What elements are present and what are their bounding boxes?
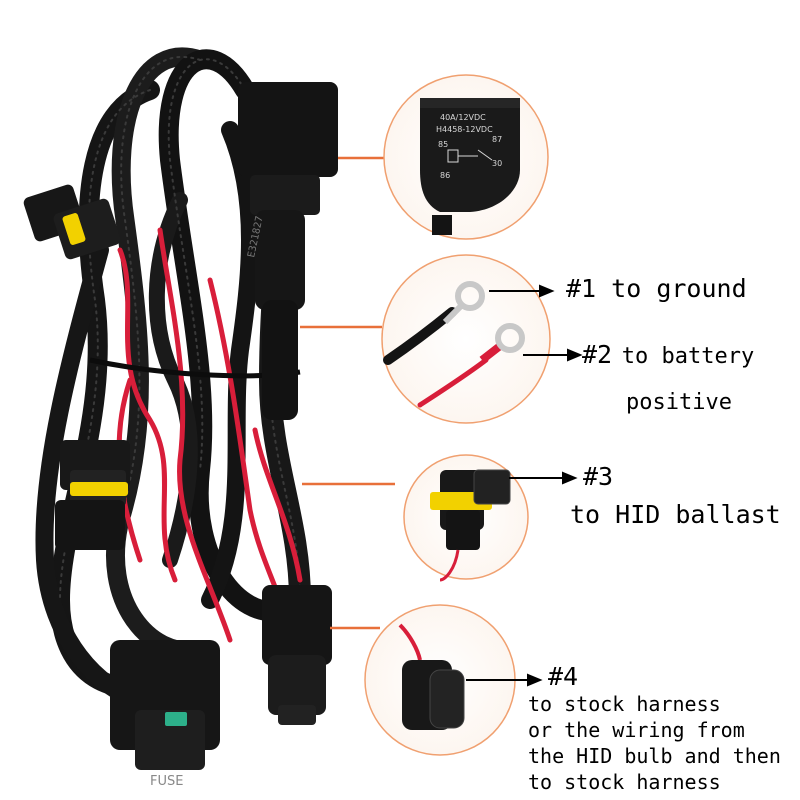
callout-ring-terminals xyxy=(381,254,551,424)
connector-lower-plug xyxy=(262,585,332,725)
relay-socket: E321827 xyxy=(238,82,338,420)
label-ballast-number: #3 xyxy=(583,462,614,491)
label-battery-line1: to battery xyxy=(621,344,755,369)
label-stock-lines: to stock harness or the wiring from the … xyxy=(528,691,781,795)
fuse-holder: FUSE xyxy=(110,640,220,789)
label-battery: #2 to battery xyxy=(582,340,754,369)
callout-relay: 40A/12VDC H4458-12VDC 85 87 86 30 xyxy=(383,74,549,240)
label-ground-number: #1 xyxy=(566,274,597,303)
relay-rating: 40A/12VDC xyxy=(440,113,486,122)
relay-pin-30: 30 xyxy=(492,159,502,168)
callout-ballast-connector xyxy=(403,454,529,582)
label-ground: #1 to ground xyxy=(566,274,747,303)
connector-upper-left xyxy=(23,184,121,260)
callout-stock-plug xyxy=(364,604,516,756)
label-stock-line-4: to stock harness xyxy=(528,770,721,794)
fuse-text: FUSE xyxy=(150,774,183,789)
label-stock-line-3: the HID bulb and then xyxy=(528,744,781,768)
label-stock-line-2: or the wiring from xyxy=(528,718,745,742)
relay-pin-87: 87 xyxy=(492,135,502,144)
label-battery-number: #2 xyxy=(582,340,613,369)
connector-mid-left xyxy=(55,440,130,550)
label-arrows xyxy=(466,284,583,687)
relay-pin-85: 85 xyxy=(438,140,448,149)
relay-model: H4458-12VDC xyxy=(436,125,493,134)
label-stock-line-1: to stock harness xyxy=(528,692,721,716)
label-stock-number: #4 xyxy=(548,662,579,691)
relay-pin-86: 86 xyxy=(440,171,450,180)
label-ground-text: to ground xyxy=(611,274,747,303)
pointer-lines xyxy=(300,156,395,630)
label-ballast-line1: to HID ballast xyxy=(570,500,781,529)
label-battery-line2: positive xyxy=(626,390,732,415)
